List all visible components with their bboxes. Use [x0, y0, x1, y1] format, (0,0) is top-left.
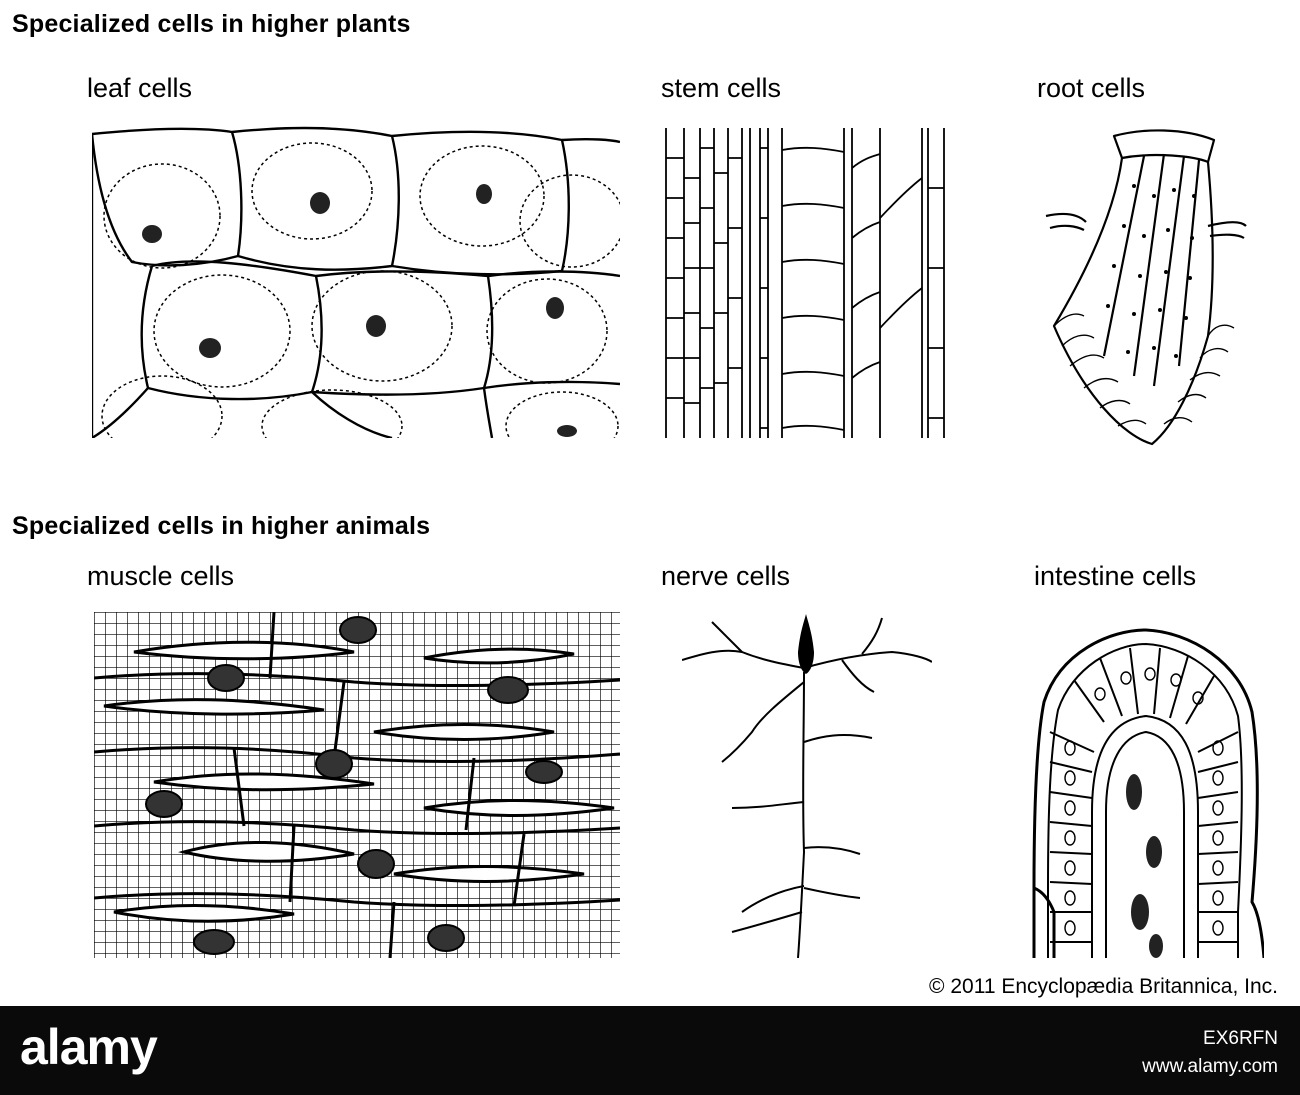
stem-cells-illustration [665, 128, 945, 438]
watermark-url: www.alamy.com [1142, 1056, 1278, 1077]
plants-section-title: Specialized cells in higher plants [12, 10, 411, 38]
leaf-cells-label: leaf cells [87, 73, 193, 103]
nerve-cells-label: nerve cells [661, 561, 791, 591]
intestine-cells-illustration [1032, 628, 1264, 958]
animals-section-title: Specialized cells in higher animals [12, 512, 431, 540]
root-cells-illustration [1045, 129, 1247, 446]
leaf-cells-illustration [92, 126, 620, 438]
stem-cells-label: stem cells [661, 73, 782, 103]
root-cells-label: root cells [1037, 73, 1146, 103]
copyright-credit: © 2011 Encyclopædia Britannica, Inc. [929, 975, 1278, 998]
muscle-cells-label: muscle cells [87, 561, 235, 591]
muscle-cells-illustration [94, 612, 620, 958]
watermark-image-id: EX6RFN [1203, 1028, 1278, 1049]
intestine-cells-label: intestine cells [1034, 561, 1197, 591]
nerve-cells-illustration [682, 614, 932, 958]
watermark-bar [0, 1006, 1300, 1095]
watermark-logo: alamy [20, 1019, 158, 1075]
